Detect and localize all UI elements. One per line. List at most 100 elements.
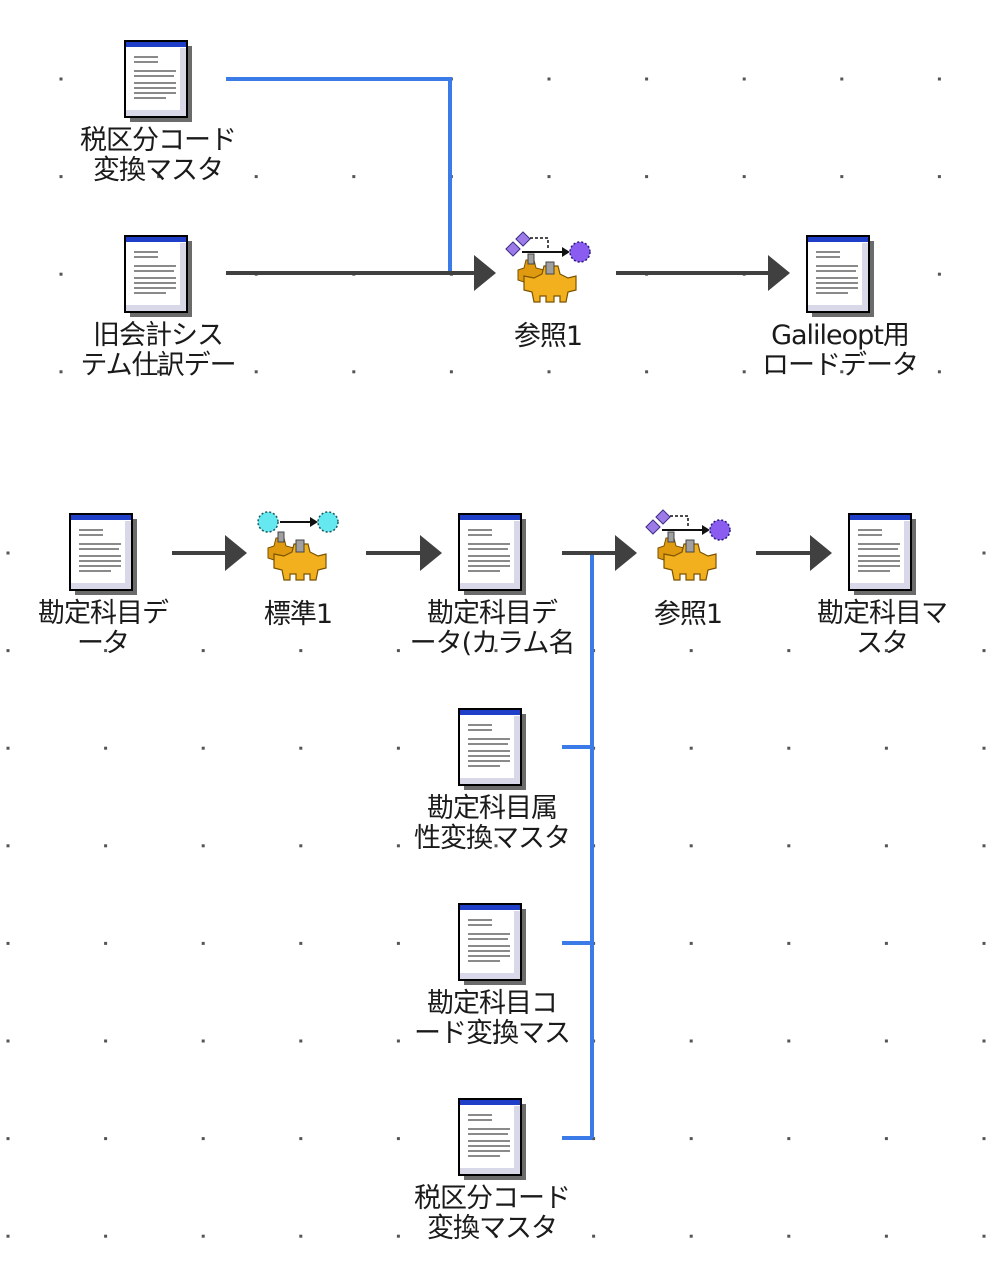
document-icon: [458, 903, 526, 985]
grid-dot: [689, 844, 693, 848]
grid-dot: [787, 649, 791, 653]
grid-dot: [689, 1137, 693, 1141]
grid-dot: [104, 649, 108, 653]
document-icon: [458, 708, 526, 790]
document-icon: [124, 235, 192, 317]
grid-dot: [689, 1234, 693, 1238]
node-old-accounting[interactable]: 旧会計シス テム仕訳デー: [68, 319, 248, 381]
grid-dot: [840, 77, 844, 81]
grid-dot: [59, 272, 63, 276]
grid-dot: [157, 175, 161, 179]
reference-connector: [226, 77, 452, 273]
arrowhead-icon: [225, 535, 247, 571]
grid-dot: [104, 1234, 108, 1238]
grid-dot: [982, 746, 986, 750]
grid-dot: [299, 746, 303, 750]
grid-dot: [254, 175, 258, 179]
grid-dot: [982, 649, 986, 653]
grid-dot: [494, 649, 498, 653]
grid-dot: [787, 1234, 791, 1238]
grid-dot: [104, 746, 108, 750]
node-label: 勘定科目デ ータ(カラム名: [409, 598, 576, 659]
grid-dot: [6, 1234, 10, 1238]
grid-dot: [884, 1137, 888, 1141]
grid-dot: [201, 1039, 205, 1043]
grid-dot: [742, 370, 746, 374]
node-label: 標準1: [263, 599, 333, 630]
document-icon: [124, 40, 192, 122]
node-account-data-col[interactable]: 勘定科目デ ータ(カラム名: [402, 597, 582, 659]
grid-dot: [6, 551, 10, 555]
grid-dot: [937, 175, 941, 179]
arrowhead-icon: [768, 255, 790, 291]
grid-dot: [59, 370, 63, 374]
node-label: 旧会計シス テム仕訳デー: [80, 320, 236, 381]
grid-dot: [982, 844, 986, 848]
grid-dot: [104, 1137, 108, 1141]
arrowhead-icon: [810, 535, 832, 571]
grid-dot: [157, 370, 161, 374]
node-account-master[interactable]: 勘定科目マ スタ: [792, 597, 972, 659]
grid-dot: [299, 941, 303, 945]
grid-dot: [689, 746, 693, 750]
grid-dot: [787, 1039, 791, 1043]
node-label: 勘定科目属 性変換マスタ: [414, 793, 571, 854]
grid-dot: [787, 1137, 791, 1141]
grid-dot: [396, 1137, 400, 1141]
grid-dot: [884, 941, 888, 945]
grid-dot: [299, 649, 303, 653]
document-icon: [69, 513, 137, 595]
grid-dot: [201, 941, 205, 945]
grid-dot: [840, 175, 844, 179]
node-galileopt-load[interactable]: Galileopt用 ロードデータ: [750, 319, 930, 381]
node-tax-master-bottom[interactable]: 税区分コード 変換マスタ: [402, 1182, 582, 1244]
node-ref1-top[interactable]: 参照1: [458, 320, 638, 352]
grid-dot: [104, 941, 108, 945]
node-account-attr-master[interactable]: 勘定科目属 性変換マスタ: [402, 792, 582, 854]
grid-dot: [645, 175, 649, 179]
grid-dot: [884, 1039, 888, 1043]
node-label: 勘定科目デ ータ: [38, 598, 169, 659]
node-label: 税区分コード 変換マスタ: [80, 125, 237, 186]
grid-dot: [6, 746, 10, 750]
grid-dot: [547, 77, 551, 81]
grid-dot: [787, 746, 791, 750]
grid-dot: [937, 77, 941, 81]
node-label: 勘定科目マ スタ: [817, 598, 948, 659]
node-std1[interactable]: 標準1: [208, 598, 388, 630]
grid-dot: [787, 844, 791, 848]
node-account-code-master[interactable]: 勘定科目コ ード変換マス: [402, 987, 582, 1049]
grid-dot: [494, 1039, 498, 1043]
grid-dot: [645, 77, 649, 81]
node-account-data[interactable]: 勘定科目デ ータ: [13, 597, 193, 659]
node-label: 勘定科目コ ード変換マス: [414, 988, 571, 1049]
grid-dot: [299, 1234, 303, 1238]
grid-dot: [201, 1137, 205, 1141]
grid-dot: [396, 1234, 400, 1238]
grid-dot: [592, 1137, 596, 1141]
node-icons: [69, 40, 916, 1180]
grid-dot: [396, 649, 400, 653]
node-label: 参照1: [653, 599, 723, 630]
grid-dot: [592, 1234, 596, 1238]
node-tax-master-top[interactable]: 税区分コード 変換マスタ: [68, 124, 248, 186]
grid-dot: [59, 175, 63, 179]
grid-dot: [6, 1039, 10, 1043]
reference-gear-icon: [505, 231, 591, 303]
grid-dot: [884, 649, 888, 653]
grid-dot: [396, 941, 400, 945]
grid-dot: [645, 370, 649, 374]
node-ref1-bottom[interactable]: 参照1: [598, 598, 778, 630]
grid-dot: [884, 1234, 888, 1238]
grid-dot: [494, 844, 498, 848]
grid-dot: [352, 175, 356, 179]
grid-dot: [884, 844, 888, 848]
reference-gear-icon: [645, 509, 731, 581]
grid-dot: [547, 175, 551, 179]
arrowhead-icon: [474, 255, 496, 291]
grid-dot: [396, 746, 400, 750]
connectors: [172, 77, 832, 1140]
node-label: Galileopt用 ロードデータ: [762, 320, 919, 381]
grid-dot: [299, 844, 303, 848]
